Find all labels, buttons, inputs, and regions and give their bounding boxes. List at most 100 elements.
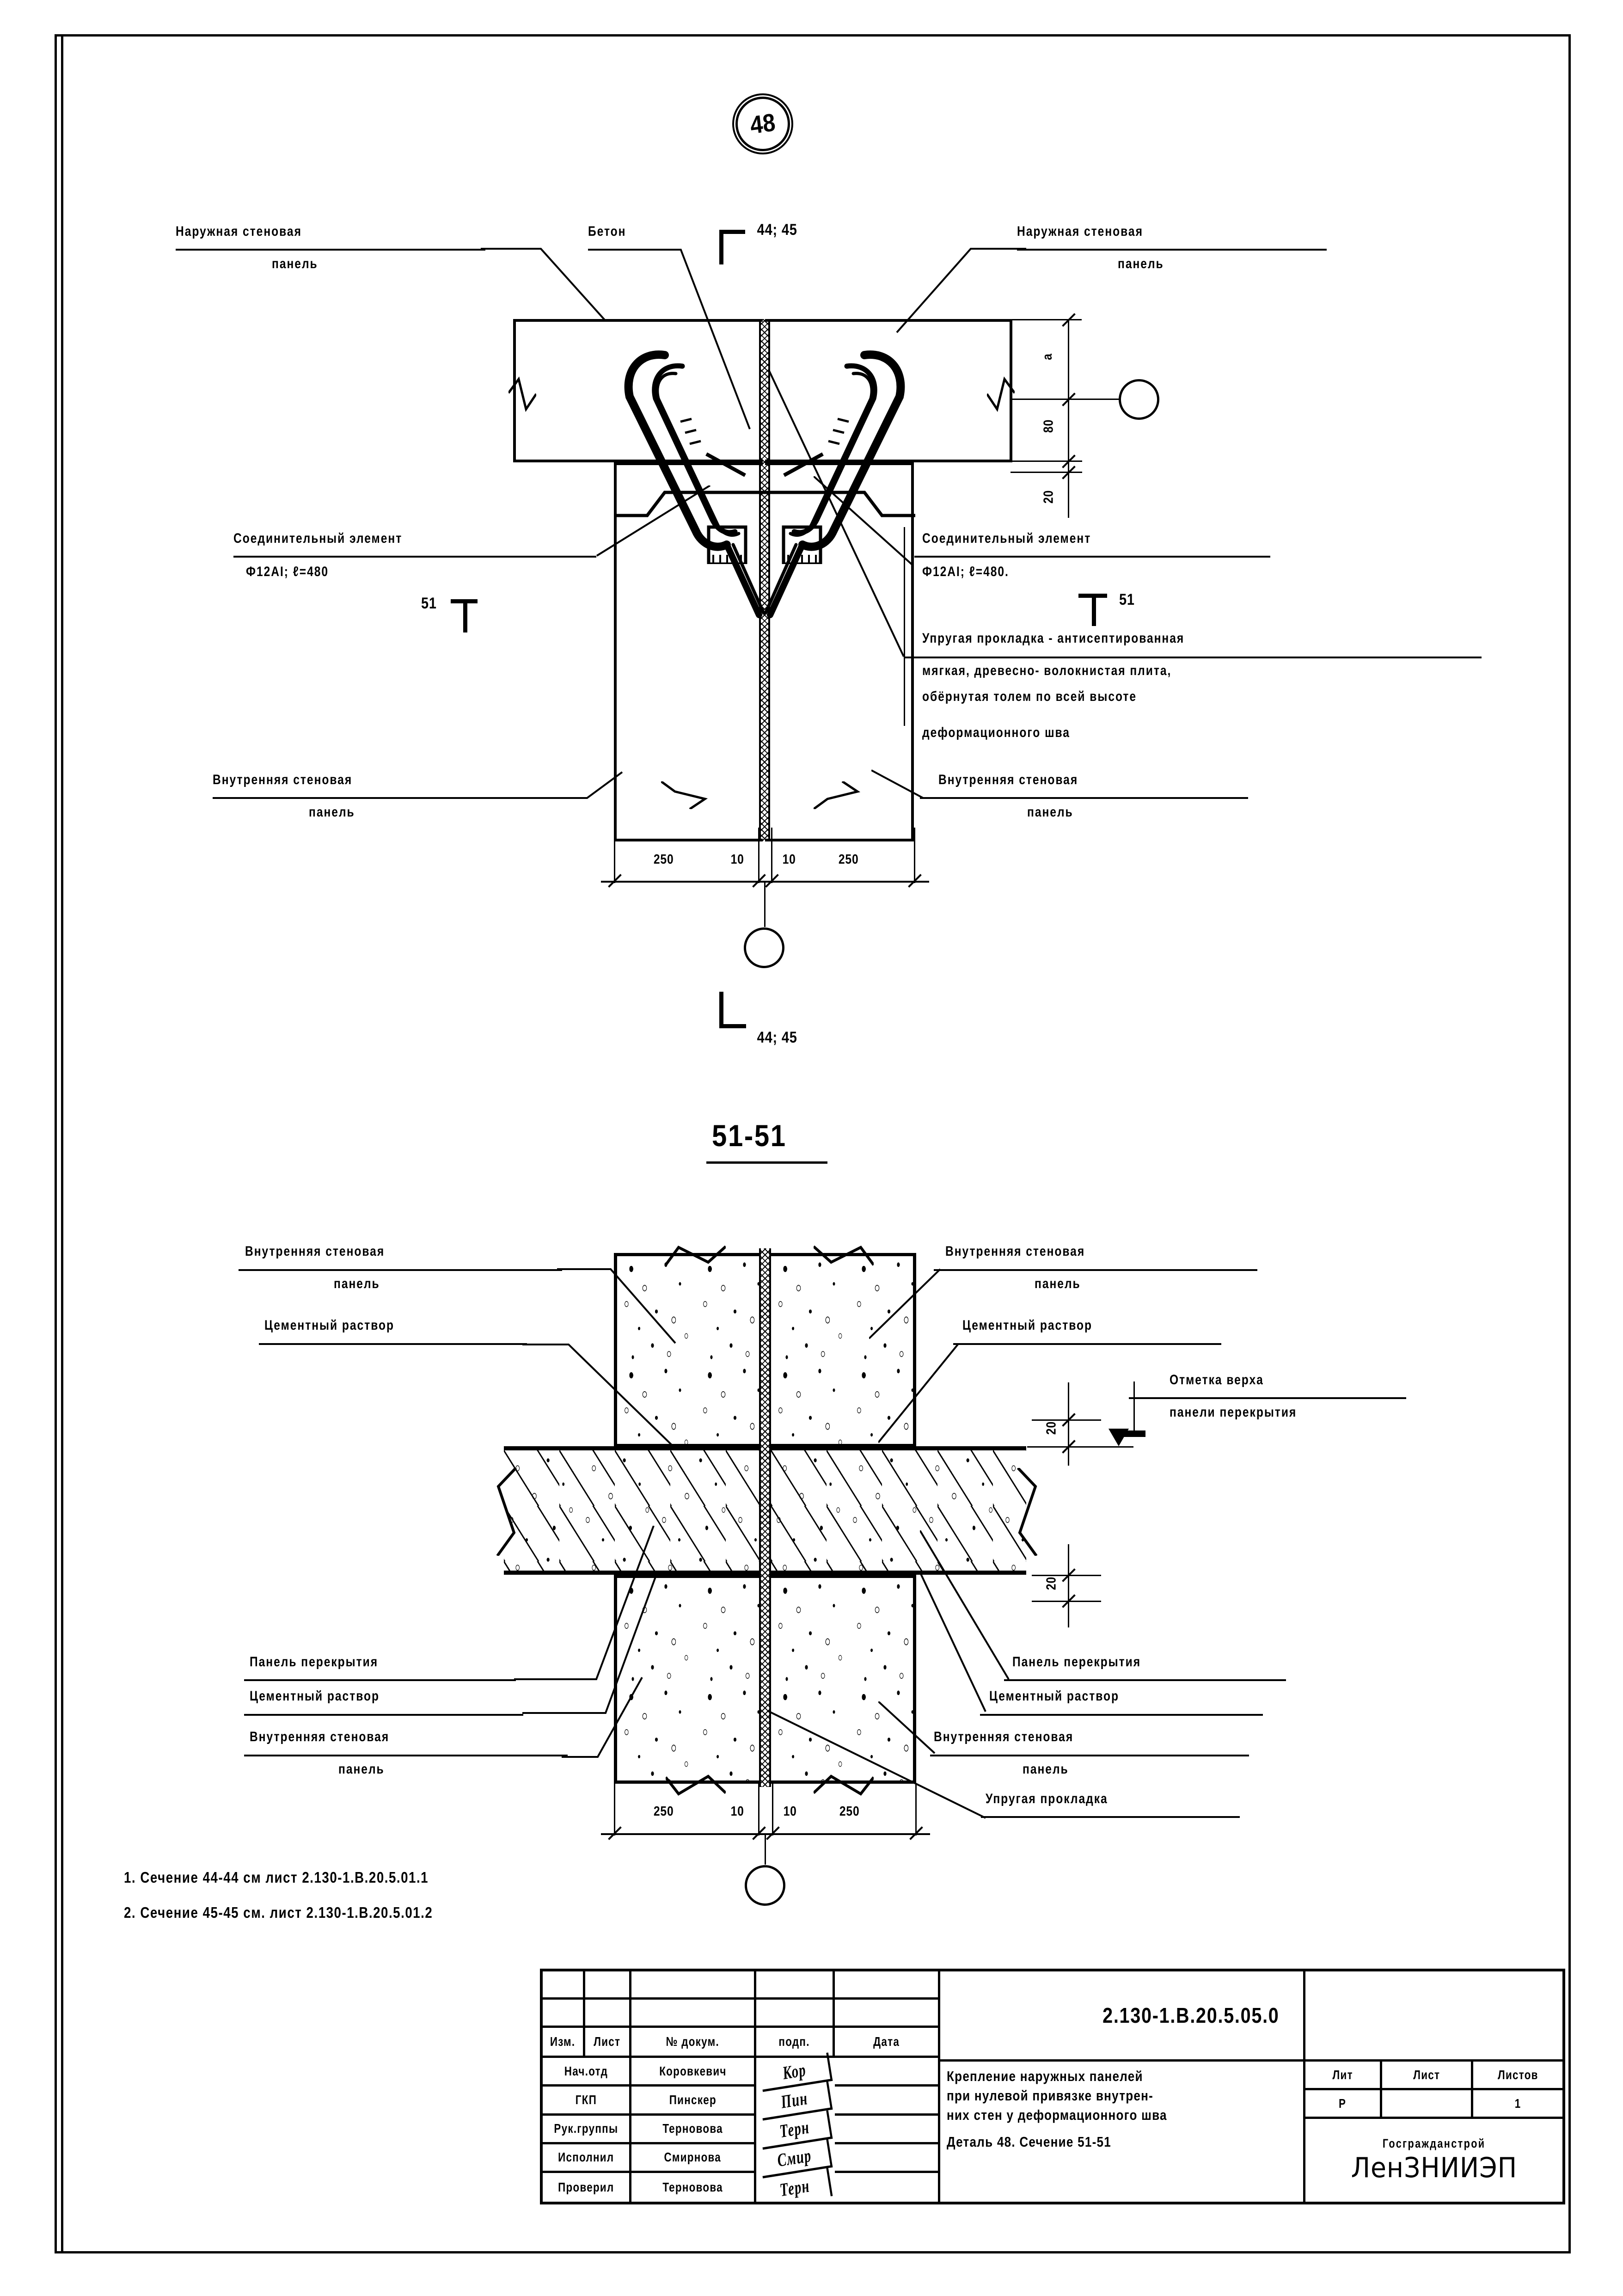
leader-sec-mortar-br [920,1572,986,1712]
leader-gasket-to-joint [768,370,905,657]
dim-ext-left-outer [614,828,615,883]
rev-blank-doc-1 [631,1971,756,2000]
leader-inner-panel-left [532,771,623,799]
sheet-header-listov: Листов [1473,2062,1562,2090]
section-cut-marker-right-stem [1092,594,1096,626]
role-row-2: ГКП Пинскер Пин [543,2081,938,2121]
title-block-center: 2.130-1.В.20.5.05.0 Крепление наружных п… [940,1971,1305,2202]
sec-dim-value-h2: 10 [730,1804,744,1819]
leader-sec-floor-panel-right [920,1530,1010,1680]
dim-value-upper-1: 250 [653,852,674,867]
label-level-mark-line1: Отметка верха [1170,1372,1264,1387]
section-cut-marker-left-label: 51 [421,595,437,612]
label-sec-mortar-br-underline [980,1714,1263,1716]
anchor-pocket-right [763,491,915,564]
section-marker-top-stem [719,230,723,264]
connection-element-right [764,350,905,618]
section-floor-slab-right [771,1446,1026,1575]
break-symbol-outer-right [987,376,1015,412]
rev-blank-list-2 [585,2000,631,2028]
label-gasket-underline [904,657,1482,658]
axis-circle-tag-bottom [744,927,784,968]
role-row-5: Проверил Терновова Терн [543,2167,938,2207]
break-symbol-inner-right [814,781,861,809]
label-outer-panel-left-underline [176,249,485,251]
label-sec-inner-panel-br-underline [930,1755,1249,1756]
dim-ext-horiz-80-bot [1011,460,1082,462]
header-list: Лист [585,2028,631,2058]
section-cut-marker-right-label: 51 [1119,591,1135,608]
sheet-value-lit: Р [1305,2090,1382,2119]
label-gasket-line4: деформационного шва [922,725,1070,740]
title-block: Изм. Лист № докум. подп. Дата Нач.отд Ко… [540,1969,1565,2207]
rev-blank-sign-1 [756,1971,835,2000]
header-izm: Изм. [543,2028,585,2058]
role-row-3: Рук.группы Терновова Терн [543,2110,938,2150]
revision-header-row: Изм. Лист № докум. подп. Дата [543,2028,938,2058]
sec-dim-value-vert-2: 20 [1044,1576,1059,1590]
label-inner-panel-right-underline [920,797,1248,799]
label-sec-inner-panel-bl-line1: Внутренняя стеновая [250,1729,390,1744]
label-sec-mortar-br: Цементный раствор [989,1688,1119,1704]
date-2 [835,2087,938,2116]
break-symbol-inner-left [661,781,708,809]
dim-ext-horiz-20-bot [1011,472,1082,473]
label-sec-inner-panel-tr-line2: панель [1035,1276,1081,1291]
label-level-mark-underline [1129,1397,1406,1399]
header-doc-no: № докум. [631,2028,756,2058]
label-inner-panel-right-line2: панель [1027,804,1073,820]
dim-value-upper-3: 10 [782,852,796,867]
sheet-value-list [1382,2090,1474,2119]
label-sec-inner-panel-bl-underline [244,1755,568,1756]
leader-connection-element-right-diagonal [814,476,913,566]
organization-name-label: ЛенЗНИИЭП [1351,2152,1517,2184]
role-row-4: Исполнил Смирнова Смир [543,2139,938,2179]
sec-dim-ext-h4 [915,1784,917,1836]
rev-blank-list-1 [585,1971,631,2000]
level-mark-base [1123,1430,1145,1437]
label-outer-panel-left-line2: панель [272,256,318,271]
label-connection-element-left-underline [233,556,596,558]
revision-row-blank-2 [543,2000,938,2028]
title-block-right: Лит Лист Листов Р 1 Госгражданстрой ЛенЗ… [1305,1971,1562,2202]
note-item-1: 1. Сечение 44-44 см лист 2.130-1.В.20.5.… [124,1869,429,1886]
rev-blank-date-1 [835,1971,938,2000]
break-symbol-sec-bot-right [814,1774,874,1796]
section-floor-slab-left [504,1446,759,1575]
role-name-2: ГКП [543,2087,631,2116]
leader-sec-elastic-gasket [767,1711,986,1819]
drawing-title-line-2: при нулевой привязке внутрен- [947,2087,1154,2104]
label-inner-panel-left-line1: Внутренняя стеновая [213,772,353,787]
label-sec-inner-panel-tl-underline [239,1269,562,1271]
dim-ext-right-outer [914,828,915,883]
rev-blank-sign-2 [756,2000,835,2028]
sec-dim-value-h3: 10 [783,1804,797,1819]
drawing-sheet-frame [55,34,1571,2253]
break-symbol-slab-right [1017,1468,1038,1556]
section-title-underline [706,1161,827,1164]
person-name-4: Смирнова [631,2144,756,2173]
label-sec-inner-panel-br-line1: Внутренняя стеновая [934,1729,1074,1744]
organization-cell: Госгражданстрой ЛенЗНИИЭП [1305,2119,1562,2202]
leader-sec-mortar-bl [522,1572,658,1714]
section-marker-bottom-stem [719,992,723,1028]
label-gasket-line1: Упругая прокладка - антисептированная [922,631,1185,646]
break-symbol-outer-left [508,376,536,412]
label-level-mark-line2: панели перекрытия [1170,1405,1297,1420]
sec-dim-value-h4: 250 [839,1804,860,1819]
leader-outer-panel-right [896,248,1026,333]
leader-sec-inner-panel-bl [562,1677,643,1758]
sec-dim-ext-vert-bottom [1068,1544,1069,1627]
header-date: Дата [835,2028,938,2058]
label-sec-elastic-gasket: Упругая прокладка [986,1791,1108,1806]
label-connection-element-right-line2: Ф12АI; ℓ=480. [922,564,1009,579]
drawing-code-cell: 2.130-1.В.20.5.05.0 [940,1971,1303,2062]
drawing-title-line-4: Деталь 48. Сечение 51-51 [947,2134,1112,2150]
label-sec-elastic-gasket-underline [981,1816,1240,1818]
label-inner-panel-right-line1: Внутренняя стеновая [938,772,1078,787]
sec-dim-ext-h1 [614,1784,615,1836]
leader-sec-inner-panel-br [878,1701,936,1754]
organization-small-label: Госгражданстрой [1382,2136,1486,2150]
leader-sec-floor-panel-left [514,1526,655,1680]
label-outer-panel-right-underline [1017,249,1327,251]
